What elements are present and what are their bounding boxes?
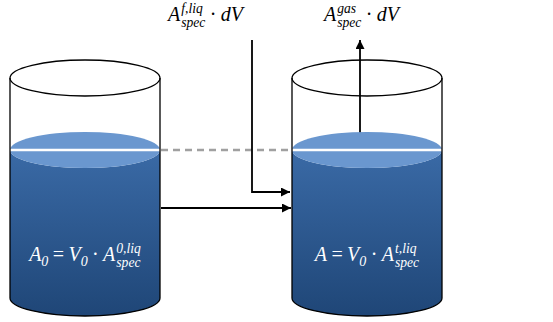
symbol: V bbox=[68, 243, 80, 265]
index-text: spec bbox=[181, 16, 205, 30]
symbol: A bbox=[29, 243, 41, 265]
symbol: A bbox=[103, 243, 115, 265]
flow-arrow bbox=[161, 207, 291, 209]
liquid-surface bbox=[10, 132, 160, 168]
index-text: 0,liq bbox=[116, 242, 141, 256]
cylinder-wall bbox=[10, 78, 160, 316]
formula: A0=V0·Aspec0,liq bbox=[29, 242, 141, 271]
cylinder-rim bbox=[10, 60, 160, 96]
index-stack: specgas bbox=[337, 2, 361, 31]
liquid-body bbox=[292, 150, 442, 316]
index-text: spec bbox=[116, 256, 141, 270]
index-stack: spec0,liq bbox=[116, 242, 141, 271]
cylinder-vessel: A=V0·Aspect,liq bbox=[291, 60, 443, 318]
index-text: gas bbox=[337, 2, 361, 16]
index-text: t,liq bbox=[395, 242, 419, 256]
operator: = bbox=[53, 243, 64, 265]
level-line bbox=[10, 149, 160, 152]
operator: · bbox=[92, 243, 99, 265]
liquid-body bbox=[10, 150, 160, 316]
operator: · bbox=[366, 3, 373, 25]
index-text: 0 bbox=[81, 254, 88, 269]
symbol: dV bbox=[377, 3, 399, 25]
symbol: A bbox=[315, 243, 327, 265]
symbol: A bbox=[382, 243, 394, 265]
cylinder-wall bbox=[292, 78, 442, 316]
symbol: V bbox=[347, 243, 359, 265]
cylinder-outline bbox=[9, 60, 161, 318]
index-text: spec bbox=[337, 16, 361, 30]
cylinder-rim bbox=[292, 60, 442, 96]
index-stack: spect,liq bbox=[395, 242, 419, 271]
symbol: A bbox=[168, 3, 180, 25]
cylinder-outline bbox=[291, 60, 443, 318]
symbol: A bbox=[324, 3, 336, 25]
operator: · bbox=[210, 3, 217, 25]
formula: A=V0·Aspect,liq bbox=[315, 242, 419, 271]
symbol: dV bbox=[221, 3, 243, 25]
index-text: 0 bbox=[41, 254, 48, 269]
index-text: spec bbox=[395, 256, 419, 270]
inflow-arrow bbox=[252, 40, 290, 192]
level-line bbox=[292, 149, 442, 152]
cylinder-vessel: A0=V0·Aspec0,liq bbox=[9, 60, 161, 318]
flow-label: Aspecgas·dV bbox=[324, 2, 399, 31]
liquid-surface bbox=[292, 132, 442, 168]
index-text: 0 bbox=[359, 254, 366, 269]
gas-arrow bbox=[359, 40, 361, 148]
flow-label: Aspecf,liq·dV bbox=[168, 2, 243, 31]
index-stack: specf,liq bbox=[181, 2, 205, 31]
index-text: f,liq bbox=[181, 2, 205, 16]
level-line bbox=[161, 149, 291, 152]
operator: = bbox=[331, 243, 342, 265]
operator: · bbox=[371, 243, 378, 265]
